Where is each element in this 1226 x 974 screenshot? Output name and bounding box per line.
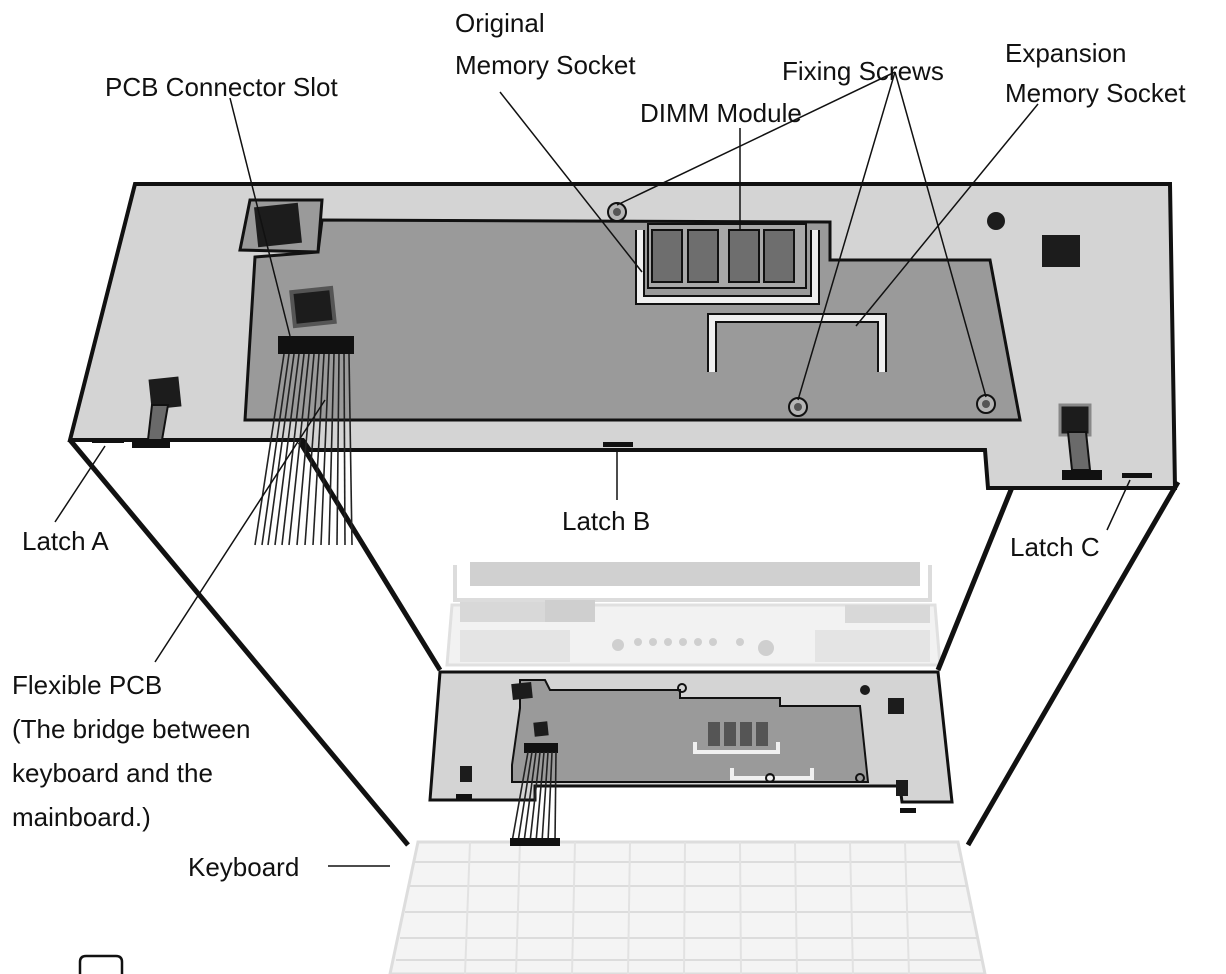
label-fixing-screws: Fixing Screws [782,56,944,86]
flex-cable-large [254,353,353,546]
label-flexible-pcb-line4: mainboard.) [12,802,151,832]
label-dimm-module: DIMM Module [640,98,802,128]
bottom-cover-small [428,670,954,813]
leader-lines [54,71,1131,867]
label-flexible-pcb-line2: (The bridge between [12,714,250,744]
latch-a-mark [92,438,124,443]
document-corner-icon [78,954,124,974]
hole-right [987,212,1005,230]
label-pcb-connector-slot: PCB Connector Slot [105,72,338,102]
label-latch-c: Latch C [1010,532,1100,562]
label-latch-a: Latch A [22,526,109,556]
status-indicators [612,638,774,656]
chip-top-left [254,202,302,248]
flex-cable-small [511,751,557,843]
original-memory-socket [635,230,820,305]
label-flexible-pcb-line3: keyboard and the [12,758,213,788]
laptop-body-background [445,562,942,667]
latch-c-mark [1122,473,1152,478]
laptop-screen-edge [470,562,920,586]
bottom-cover-large [67,182,1178,490]
chip-mid [289,285,337,329]
label-flexible-pcb-line1: Flexible PCB [12,670,162,700]
label-keyboard: Keyboard [188,852,299,882]
expansion-memory-socket [707,313,887,372]
keyboard-illustration [388,840,987,974]
latch-b-mark [603,442,633,447]
label-expansion-line2: Memory Socket [1005,78,1186,108]
label-original-line2: Memory Socket [455,50,636,80]
chip-right [1042,235,1080,267]
label-latch-b: Latch B [562,506,650,536]
speaker-grille-right [815,630,930,662]
keyboard-connector [510,838,560,846]
label-original-line1: Original [455,8,545,38]
label-expansion-line1: Expansion [1005,38,1126,68]
pcb-connector [278,336,354,354]
labels: PCB Connector Slot Original Memory Socke… [12,8,1186,882]
speaker-grille-left [460,630,570,662]
